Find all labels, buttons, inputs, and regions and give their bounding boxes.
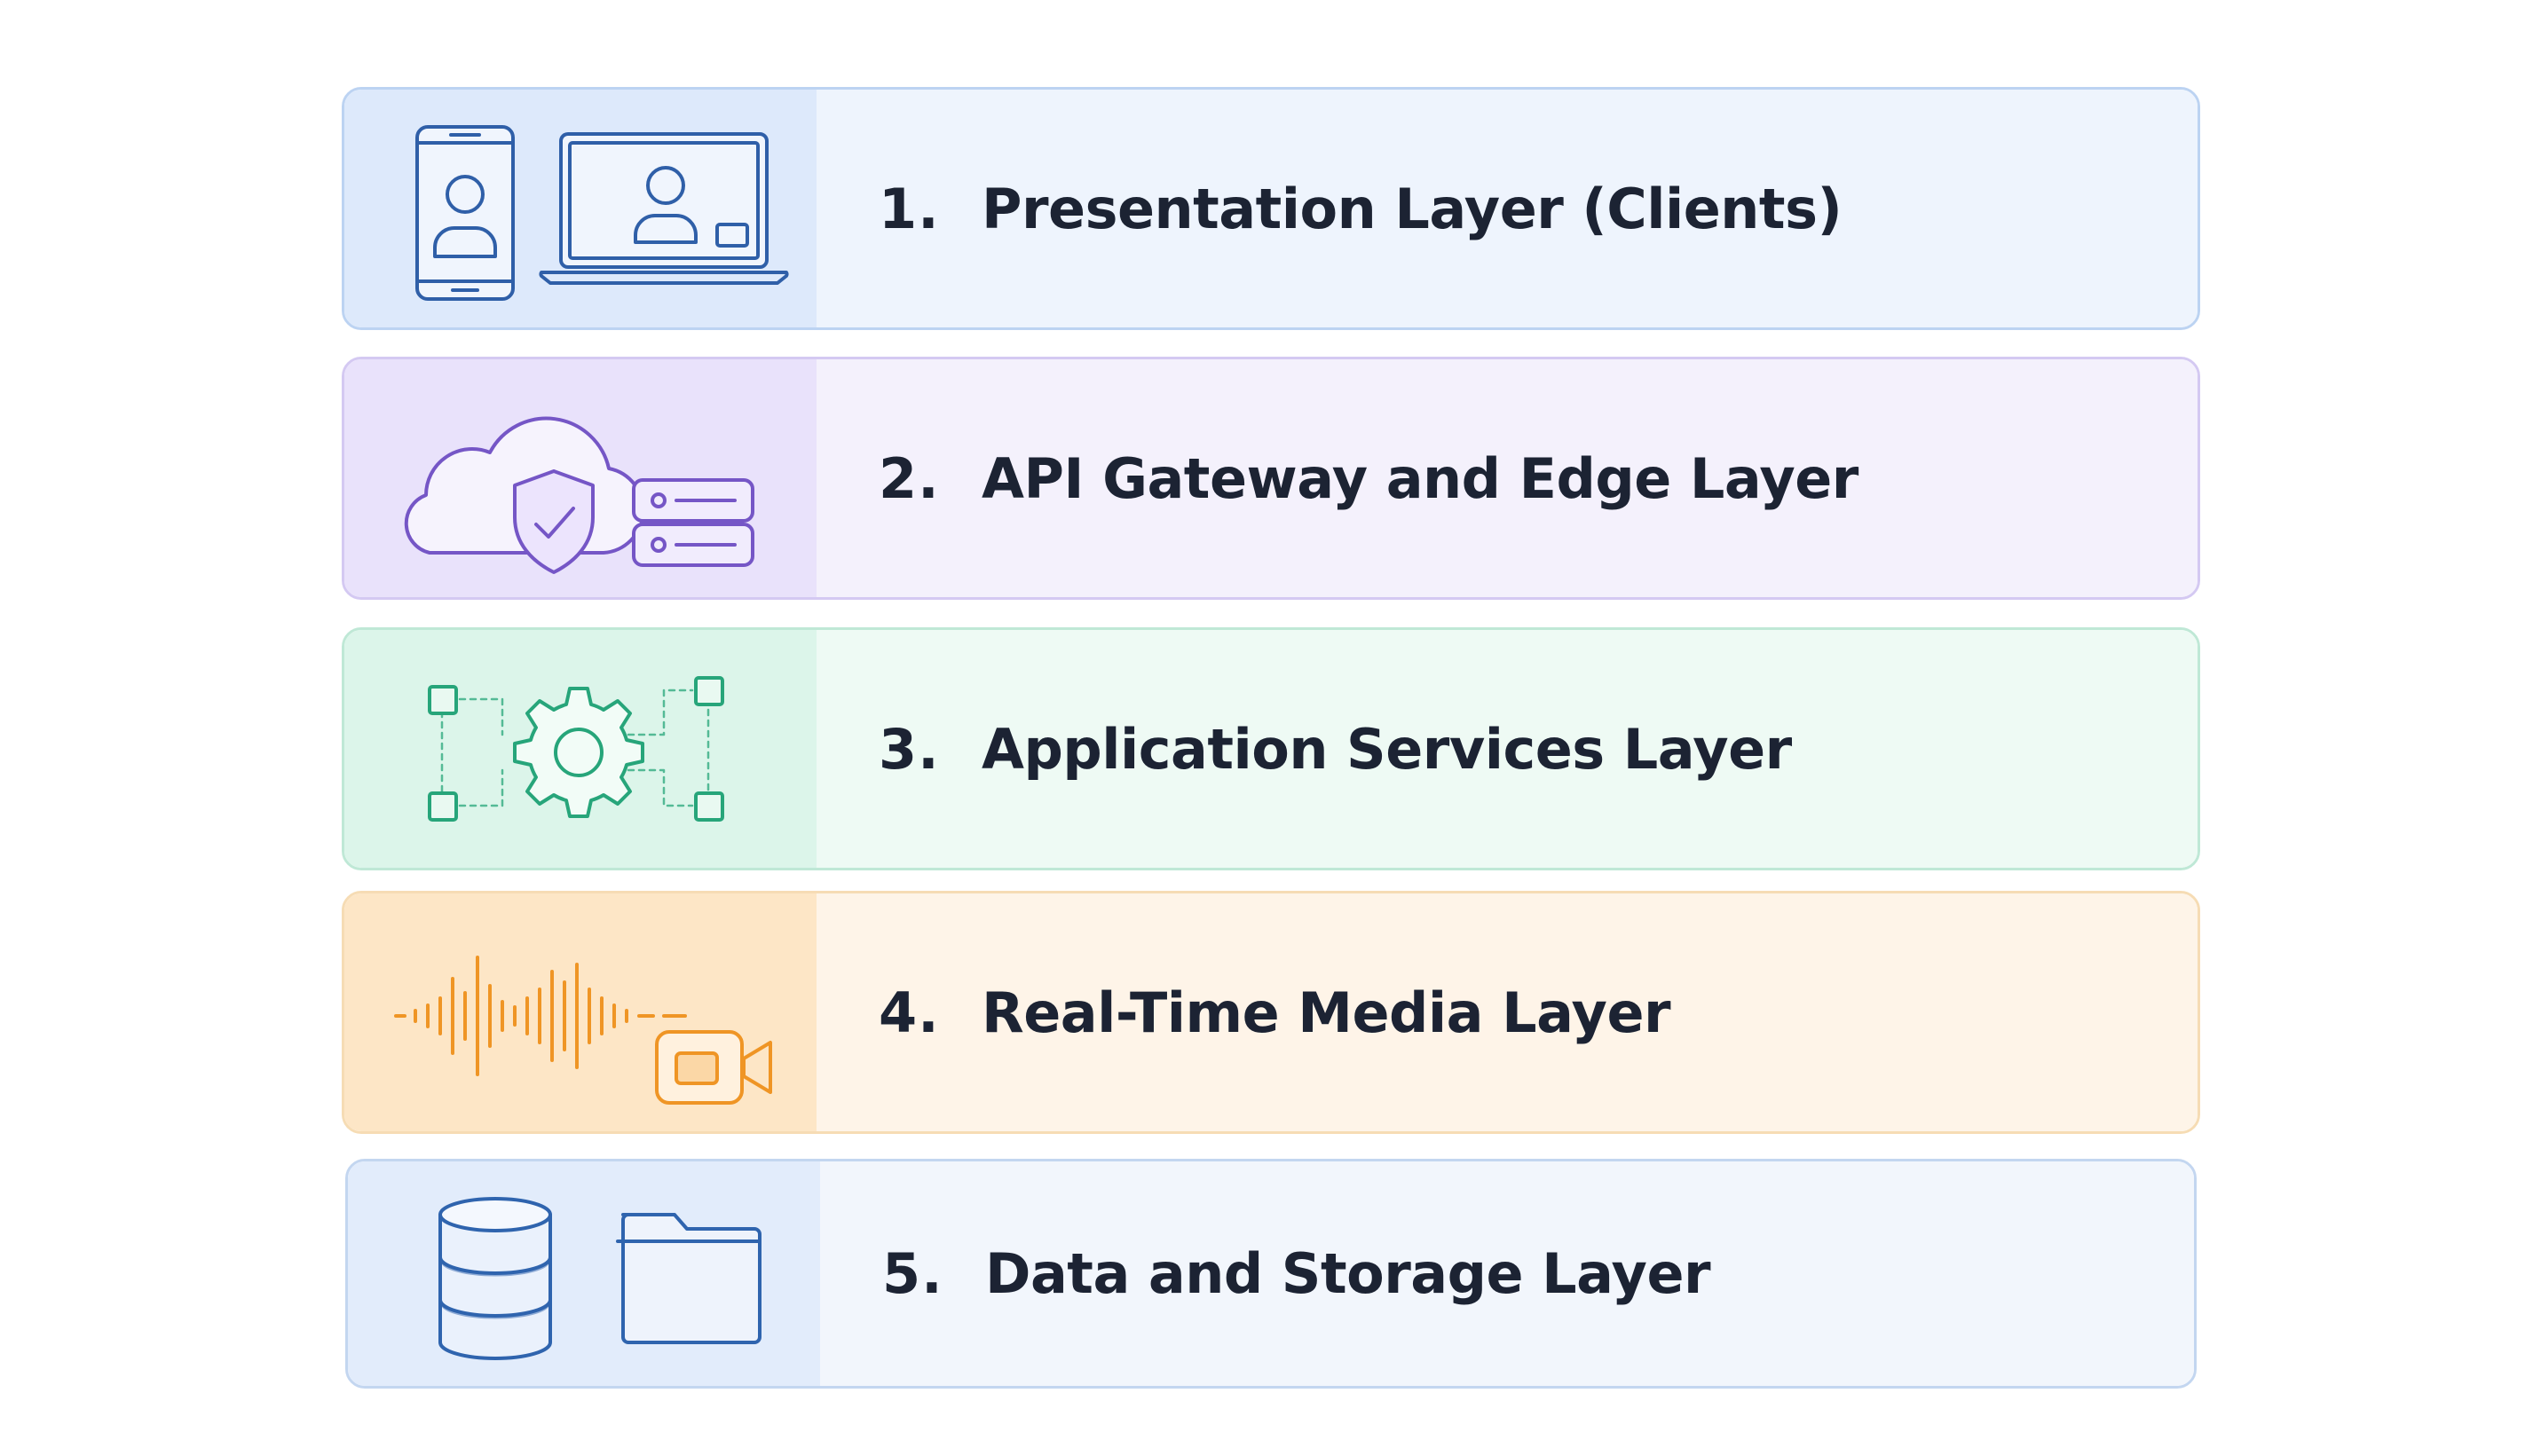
layer-2-api-gateway: 2. API Gateway and Edge Layer [342, 357, 2200, 600]
layer-2-text: 2. API Gateway and Edge Layer [817, 359, 2198, 597]
layer-4-icon-panel [344, 893, 817, 1131]
layer-3-icon-panel [344, 630, 817, 868]
cloud-shield-server-icon [404, 416, 754, 574]
layer-4-real-time-media: 4. Real-Time Media Layer [342, 891, 2200, 1134]
devices-icon [415, 125, 789, 301]
layer-1-presentation: 1. Presentation Layer (Clients) [342, 87, 2200, 330]
layer-4-text: 4. Real-Time Media Layer [817, 893, 2198, 1131]
layer-3-number: 3. [879, 716, 940, 782]
layer-5-number: 5. [882, 1241, 943, 1306]
layer-2-number: 2. [879, 445, 940, 511]
layer-1-label: Presentation Layer (Clients) [982, 176, 1843, 241]
layer-1-icon-panel [344, 90, 817, 327]
layer-5-data-storage: 5. Data and Storage Layer [345, 1159, 2197, 1389]
layer-2-icon-panel [344, 359, 817, 597]
layer-5-label: Data and Storage Layer [985, 1241, 1711, 1306]
gear-network-icon [428, 676, 724, 822]
layer-4-label: Real-Time Media Layer [982, 980, 1671, 1045]
layer-1-text: 1. Presentation Layer (Clients) [817, 90, 2198, 327]
audio-video-icon [394, 956, 772, 1105]
layer-2-label: API Gateway and Edge Layer [982, 445, 1858, 511]
layer-4-number: 4. [879, 980, 940, 1045]
layer-5-icon-panel [348, 1161, 820, 1386]
layer-3-application-services: 3. Application Services Layer [342, 627, 2200, 870]
layer-5-text: 5. Data and Storage Layer [820, 1161, 2194, 1386]
layer-3-label: Application Services Layer [982, 716, 1792, 782]
database-folder-icon [438, 1197, 762, 1360]
layer-1-number: 1. [879, 176, 940, 241]
layer-3-text: 3. Application Services Layer [817, 630, 2198, 868]
